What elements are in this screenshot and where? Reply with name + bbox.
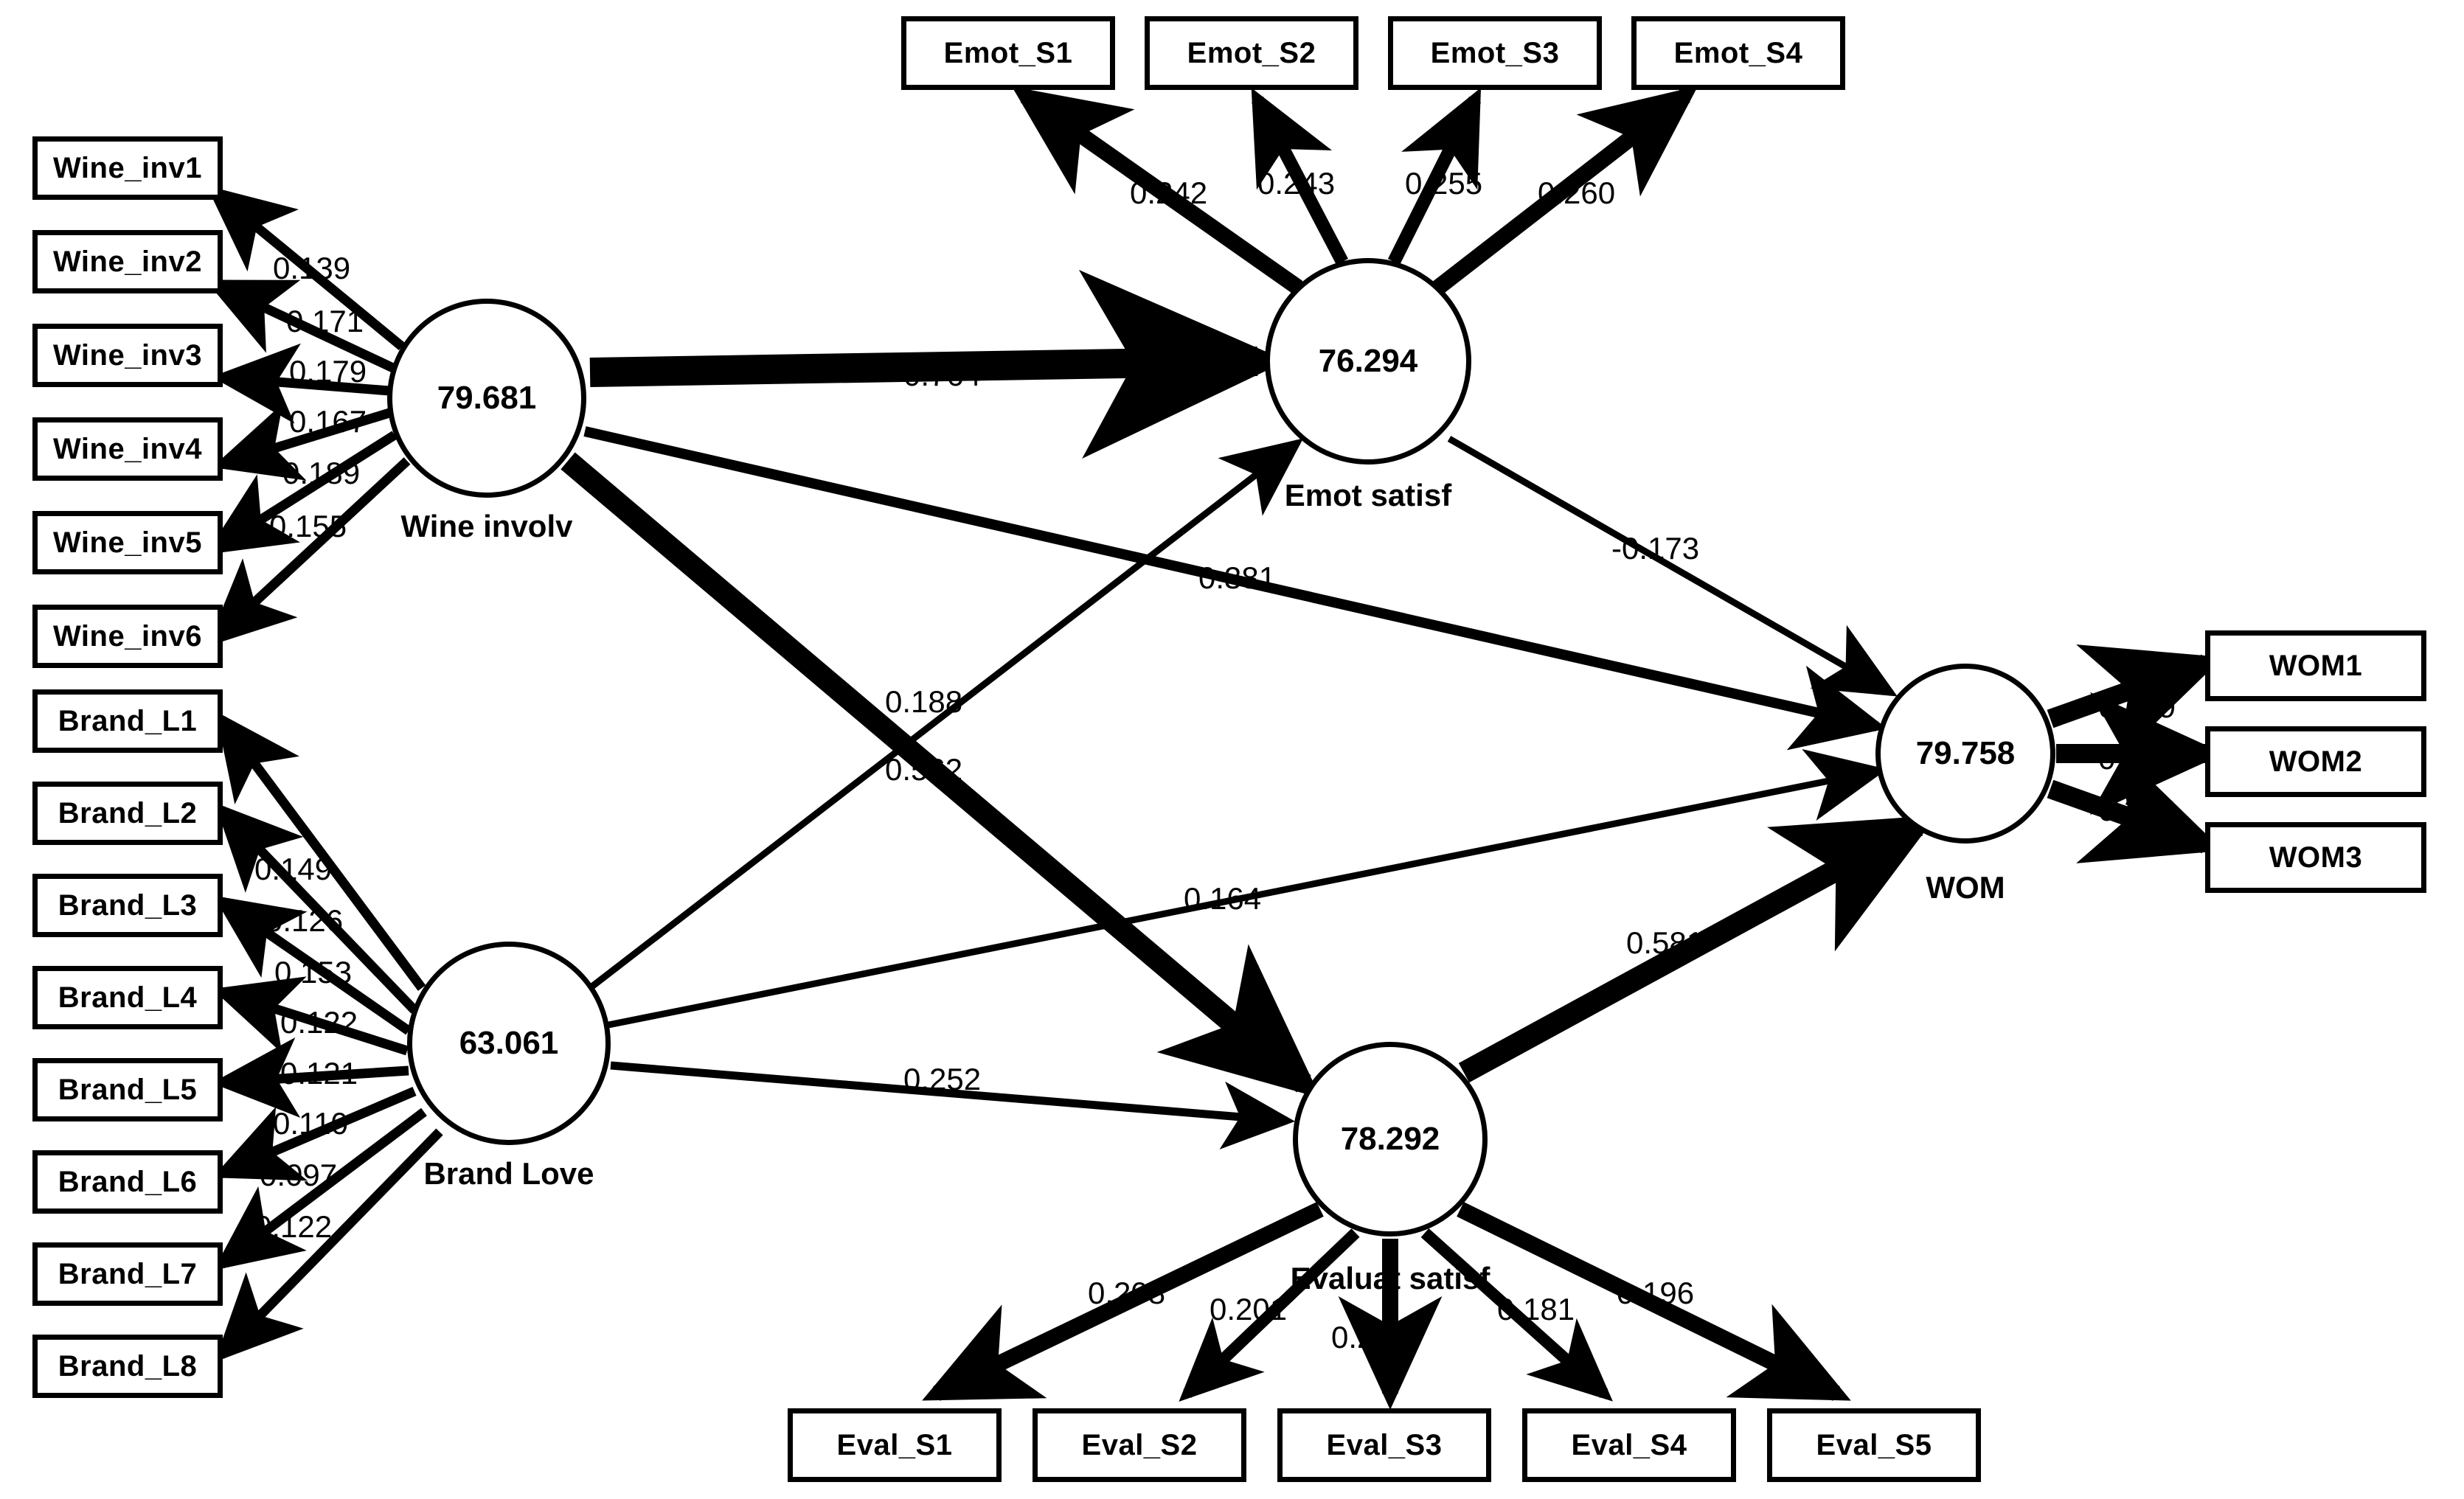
loading-label-eval-s2: 0.201 xyxy=(1210,1292,1288,1326)
construct-label-wom: WOM xyxy=(1926,870,2005,905)
edges-emot-satisf-outer xyxy=(1011,86,1698,295)
loading-label-wine-inv2: 0.171 xyxy=(286,304,364,338)
path-love-to-emot xyxy=(588,438,1304,991)
indicator-box-brand-l5[interactable]: Brand_L5 xyxy=(32,1058,223,1121)
indicator-box-brand-l2[interactable]: Brand_L2 xyxy=(32,782,223,845)
loading-label-wom2: 0.322 xyxy=(2098,741,2176,776)
indicator-box-wine-inv4[interactable]: Wine_inv4 xyxy=(32,417,223,481)
indicator-box-emot-s2[interactable]: Emot_S2 xyxy=(1145,16,1358,90)
indicator-box-wine-inv6[interactable]: Wine_inv6 xyxy=(32,605,223,668)
indicator-box-brand-l3[interactable]: Brand_L3 xyxy=(32,874,223,937)
indicator-box-eval-s5[interactable]: Eval_S5 xyxy=(1767,1408,1981,1482)
indicator-box-wine-inv1[interactable]: Wine_inv1 xyxy=(32,136,223,200)
path-emot-to-wom xyxy=(1447,436,1898,697)
edges-wom-outer xyxy=(2047,644,2224,863)
edges-structural xyxy=(561,269,1937,1150)
loading-label-wine-inv6: 0.155 xyxy=(269,509,347,543)
indicator-box-brand-l7[interactable]: Brand_L7 xyxy=(32,1242,223,1306)
loading-label-brand-l7: 0.097 xyxy=(260,1158,338,1192)
indicator-box-emot-s3[interactable]: Emot_S3 xyxy=(1388,16,1602,90)
indicator-box-eval-s2[interactable]: Eval_S2 xyxy=(1033,1408,1246,1482)
indicator-box-eval-s1[interactable]: Eval_S1 xyxy=(788,1408,1002,1482)
loading-label-emot-s3: 0.255 xyxy=(1405,166,1483,201)
indicator-box-brand-l6[interactable]: Brand_L6 xyxy=(32,1150,223,1214)
edges-evaluat-satisf-outer xyxy=(922,1202,1851,1410)
path-wine-to-wom xyxy=(583,426,1887,751)
path-love-to-eval xyxy=(610,1061,1295,1150)
loading-label-brand-l4: 0.122 xyxy=(280,1005,358,1040)
construct-label-brand-love: Brand Love xyxy=(423,1156,594,1191)
construct-label-wine-involv: Wine involv xyxy=(400,509,573,543)
loading-label-eval-s3: 0.214 xyxy=(1331,1320,1409,1354)
loading-label-wom1: 0.339 xyxy=(2098,689,2176,724)
construct-emot-satisf[interactable]: 76.294 xyxy=(1265,258,1471,465)
loading-label-brand-l3: 0.153 xyxy=(274,955,353,990)
construct-brand-love[interactable]: 63.061 xyxy=(407,942,611,1145)
loading-label-wine-inv5: 0.189 xyxy=(282,456,361,490)
edges-wine-involv-outer xyxy=(205,185,411,647)
construct-label-evaluat-satisf: Evaluat satisf xyxy=(1290,1261,1490,1295)
path-wine-to-eval xyxy=(561,452,1321,1099)
loading-label-brand-l6: 0.110 xyxy=(273,1106,348,1141)
loading-label-wine-inv1: 0.139 xyxy=(273,251,351,285)
loading-label-wom3: 0.338 xyxy=(2098,793,2176,827)
loading-label-emot-s2: 0.243 xyxy=(1257,166,1336,201)
indicator-box-wom1[interactable]: WOM1 xyxy=(2205,630,2426,701)
loading-label-emot-s4: 0.260 xyxy=(1538,175,1616,210)
loading-label-eval-s5: 0.196 xyxy=(1617,1276,1695,1310)
loading-label-brand-l2: 0.126 xyxy=(266,903,344,938)
path-label-wine-to-emot: 0.764 xyxy=(903,358,982,392)
construct-label-emot-satisf: Emot satisf xyxy=(1284,478,1452,512)
path-love-to-wom xyxy=(608,748,1887,1029)
loading-label-eval-s4: 0.181 xyxy=(1497,1292,1575,1326)
construct-wom[interactable]: 79.758 xyxy=(1875,664,2055,844)
indicator-box-eval-s4[interactable]: Eval_S4 xyxy=(1522,1408,1736,1482)
path-eval-to-wom xyxy=(1458,815,1937,1083)
path-label-wine-to-eval: 0.562 xyxy=(885,752,963,787)
indicator-box-brand-l1[interactable]: Brand_L1 xyxy=(32,689,223,753)
loading-label-wine-inv4: 0.167 xyxy=(289,404,367,439)
indicator-box-emot-s4[interactable]: Emot_S4 xyxy=(1631,16,1845,90)
loading-label-brand-l5: 0.121 xyxy=(280,1056,358,1091)
path-label-eval-to-wom: 0.581 xyxy=(1626,925,1704,960)
indicator-box-wine-inv5[interactable]: Wine_inv5 xyxy=(32,511,223,574)
path-label-emot-to-wom: -0.173 xyxy=(1611,531,1700,566)
path-label-love-to-eval: 0.252 xyxy=(903,1062,982,1096)
indicator-box-wine-inv3[interactable]: Wine_inv3 xyxy=(32,324,223,387)
indicator-box-wom2[interactable]: WOM2 xyxy=(2205,726,2426,797)
loading-label-wine-inv3: 0.179 xyxy=(289,354,367,389)
loading-label-eval-s1: 0.208 xyxy=(1088,1276,1166,1310)
path-wine-to-emot xyxy=(589,269,1287,459)
indicator-box-eval-s3[interactable]: Eval_S3 xyxy=(1277,1408,1491,1482)
construct-evaluat-satisf[interactable]: 78.292 xyxy=(1293,1042,1488,1237)
indicator-box-wom3[interactable]: WOM3 xyxy=(2205,822,2426,893)
loading-label-brand-l8: 0.122 xyxy=(254,1209,333,1244)
indicator-box-brand-l8[interactable]: Brand_L8 xyxy=(32,1335,223,1398)
indicator-box-wine-inv2[interactable]: Wine_inv2 xyxy=(32,230,223,293)
indicator-box-brand-l4[interactable]: Brand_L4 xyxy=(32,966,223,1029)
construct-wine-involv[interactable]: 79.681 xyxy=(387,299,586,498)
indicator-box-emot-s1[interactable]: Emot_S1 xyxy=(901,16,1115,90)
edges-brand-love-outer xyxy=(212,711,443,1363)
path-label-wine-to-wom: 0.381 xyxy=(1198,560,1277,595)
loading-label-emot-s1: 0.242 xyxy=(1130,175,1208,210)
path-label-love-to-wom: 0.164 xyxy=(1184,881,1262,916)
loading-label-brand-l1: 0.149 xyxy=(254,852,333,886)
path-label-love-to-emot: 0.188 xyxy=(885,684,963,719)
